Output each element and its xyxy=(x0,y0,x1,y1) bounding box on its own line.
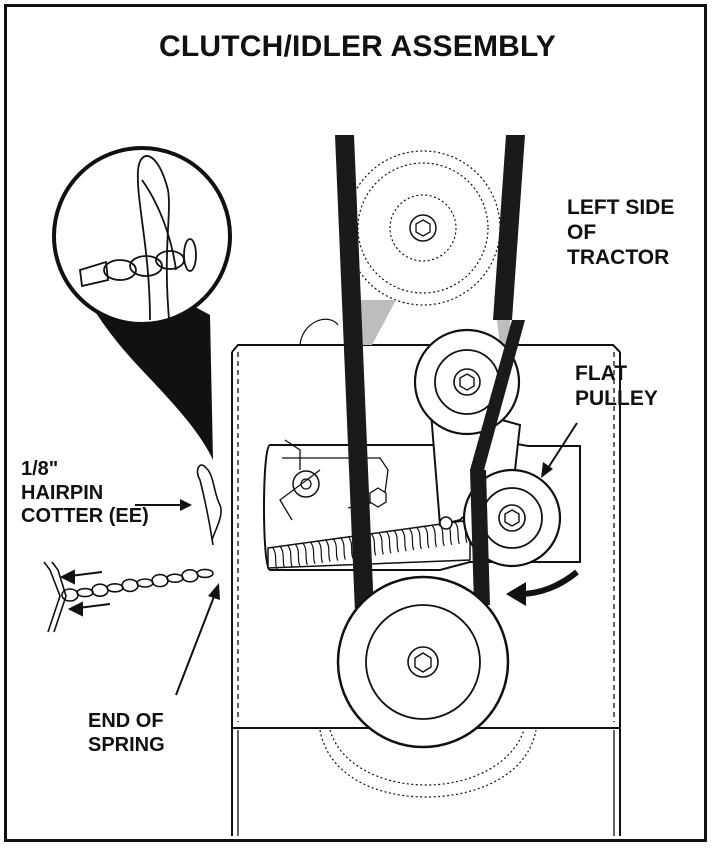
spring-end-chain xyxy=(43,561,214,633)
left-side-label: LEFT SIDE OF TRACTOR xyxy=(567,196,675,269)
end-of-spring-label: END OF SPRING xyxy=(88,710,165,756)
hairpin-label: 1/8" HAIRPIN COTTER (EE) xyxy=(21,458,149,528)
rotation-arrow xyxy=(519,569,579,597)
flat-pulley-leader xyxy=(547,422,578,469)
main-pulley xyxy=(336,575,510,749)
hairpin-detail-callout xyxy=(52,146,232,460)
flat-pulley-leader-head xyxy=(541,462,553,478)
spring-end-leader-head xyxy=(208,583,220,600)
diagram-title: CLUTCH/IDLER ASSEMBLY xyxy=(159,30,556,63)
hairpin-cotter-icon xyxy=(196,464,222,546)
hairpin-leader-head xyxy=(180,499,192,511)
mounting-plate xyxy=(231,344,621,836)
flat-pulley-label: FLAT PULLEY xyxy=(575,362,658,410)
dashed-fragment xyxy=(299,318,339,346)
engine-pulley xyxy=(345,150,501,306)
spring-end-leader xyxy=(175,593,216,696)
pull-arrows xyxy=(59,569,111,617)
rotation-arrow-head xyxy=(506,582,526,606)
lower-dotted-pulley xyxy=(319,729,537,798)
drive-belt xyxy=(335,135,525,660)
